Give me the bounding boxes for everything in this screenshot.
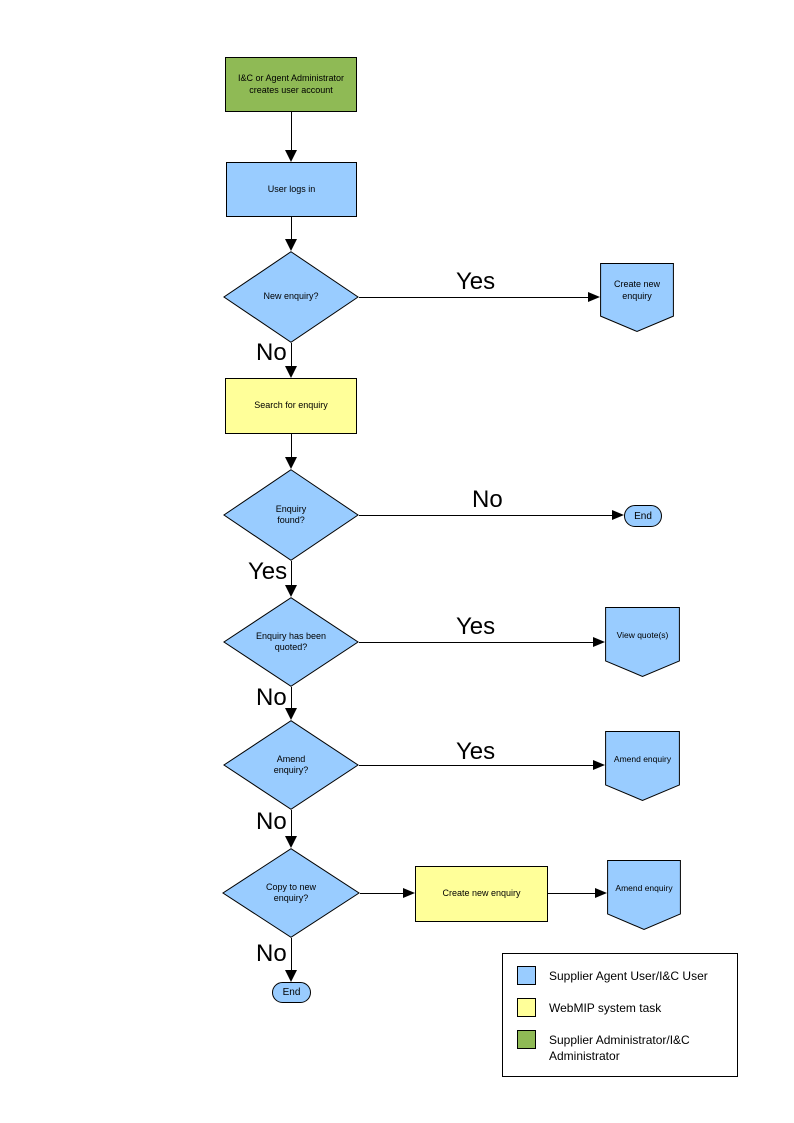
diamond-shape — [223, 720, 359, 810]
node-create-new-enquiry-task: Create new enquiry — [415, 866, 548, 922]
arrow-line-found-no — [359, 515, 614, 516]
arrow-line-quoted-yes — [359, 642, 595, 643]
arrow-line-quoted-no — [291, 687, 292, 710]
legend-label: Supplier Agent User/I&C User — [549, 968, 708, 983]
terminator-label: End — [282, 987, 301, 998]
edge-label-yes: Yes — [456, 268, 496, 295]
connector-label: Create new enquiry — [613, 279, 661, 301]
arrow-line-amend-no — [291, 810, 292, 838]
decision-amend-enquiry: Amend enquiry? — [223, 720, 359, 810]
decision-enquiry-found: Enquiry found? — [223, 469, 359, 561]
arrowhead-down-icon — [285, 708, 297, 720]
legend: Supplier Agent User/I&C User WebMIP syst… — [502, 953, 738, 1077]
node-label: Search for enquiry — [254, 400, 328, 411]
legend-swatch-blue — [517, 965, 536, 985]
terminator-end-bottom: End — [272, 982, 311, 1003]
decision-enquiry-quoted: Enquiry has been quoted? — [223, 597, 359, 687]
decision-label: Enquiry found? — [275, 503, 307, 525]
diamond-shape — [222, 848, 360, 938]
arrow-line-newenquiry-yes — [359, 297, 590, 298]
legend-swatch-green — [517, 1029, 536, 1049]
decision-label: New enquiry? — [263, 291, 319, 302]
connector-label: Amend enquiry — [613, 753, 672, 764]
connector-amend-enquiry-2: Amend enquiry — [607, 860, 681, 930]
connector-create-new-enquiry: Create new enquiry — [600, 263, 674, 332]
arrowhead-right-icon — [595, 888, 607, 898]
legend-label: Supplier Administrator/I&C Administrator — [549, 1032, 690, 1063]
edge-label-yes: Yes — [456, 613, 496, 640]
legend-swatch-yellow — [517, 997, 536, 1017]
node-label: I&C or Agent Administrator creates user … — [237, 73, 345, 95]
edge-label-yes: Yes — [248, 558, 288, 585]
edge-label-no: No — [256, 940, 287, 967]
arrowhead-right-icon — [593, 637, 605, 647]
arrow-line-search-to-found — [291, 434, 292, 459]
legend-label: WebMIP system task — [549, 1000, 662, 1015]
arrowhead-down-icon — [285, 239, 297, 251]
arrowhead-right-icon — [403, 888, 415, 898]
connector-label: View quote(s) — [616, 629, 669, 640]
edge-label-no: No — [256, 808, 287, 835]
edge-label-no: No — [256, 684, 287, 711]
arrow-line-found-yes — [291, 561, 292, 587]
pentagon-shape — [605, 731, 680, 801]
arrowhead-right-icon — [588, 292, 600, 302]
terminator-end-right: End — [624, 505, 662, 527]
node-label: Create new enquiry — [442, 888, 521, 899]
connector-label: Amend enquiry — [615, 882, 673, 893]
decision-label: Enquiry has been quoted? — [255, 630, 327, 652]
arrowhead-right-icon — [612, 510, 624, 520]
connector-amend-enquiry-1: Amend enquiry — [605, 731, 680, 801]
arrow-line-newenquiry-no — [291, 343, 292, 368]
node-user-logs-in: User logs in — [226, 162, 357, 217]
decision-new-enquiry: New enquiry? — [223, 251, 359, 343]
diamond-shape — [223, 597, 359, 687]
arrowhead-right-icon — [593, 760, 605, 770]
node-search-for-enquiry: Search for enquiry — [225, 378, 357, 434]
node-admin-creates-account: I&C or Agent Administrator creates user … — [225, 57, 357, 112]
diamond-shape — [223, 251, 359, 343]
legend-item-webmip-system-task: WebMIP system task — [517, 997, 723, 1017]
arrow-line-amend-yes — [359, 765, 595, 766]
pentagon-shape — [600, 263, 674, 332]
pentagon-shape — [605, 607, 680, 677]
edge-label-no: No — [472, 486, 503, 513]
arrowhead-down-icon — [285, 366, 297, 378]
decision-label: Amend enquiry? — [273, 753, 309, 775]
arrow-line-copy-to-task — [360, 893, 405, 894]
arrow-line-admin-to-login — [291, 112, 292, 152]
arrow-line-login-to-newenquiry — [291, 217, 292, 240]
arrow-line-task-to-amend — [548, 893, 597, 894]
arrowhead-down-icon — [285, 836, 297, 848]
decision-copy-to-new-enquiry: Copy to new enquiry? — [222, 848, 360, 938]
arrowhead-down-icon — [285, 457, 297, 469]
terminator-label: End — [634, 510, 652, 522]
arrowhead-down-icon — [285, 150, 297, 162]
diamond-shape — [223, 469, 359, 561]
edge-label-yes: Yes — [456, 738, 496, 765]
node-label: User logs in — [267, 183, 316, 194]
legend-item-supplier-administrator: Supplier Administrator/I&C Administrator — [517, 1029, 723, 1064]
connector-view-quotes: View quote(s) — [605, 607, 680, 677]
edge-label-no: No — [256, 339, 287, 366]
arrowhead-down-icon — [285, 585, 297, 597]
pentagon-shape — [607, 860, 681, 930]
arrowhead-down-icon — [285, 970, 297, 982]
legend-item-supplier-agent-user: Supplier Agent User/I&C User — [517, 965, 723, 985]
arrow-line-copy-no — [291, 938, 292, 972]
decision-label: Copy to new enquiry? — [265, 881, 317, 903]
